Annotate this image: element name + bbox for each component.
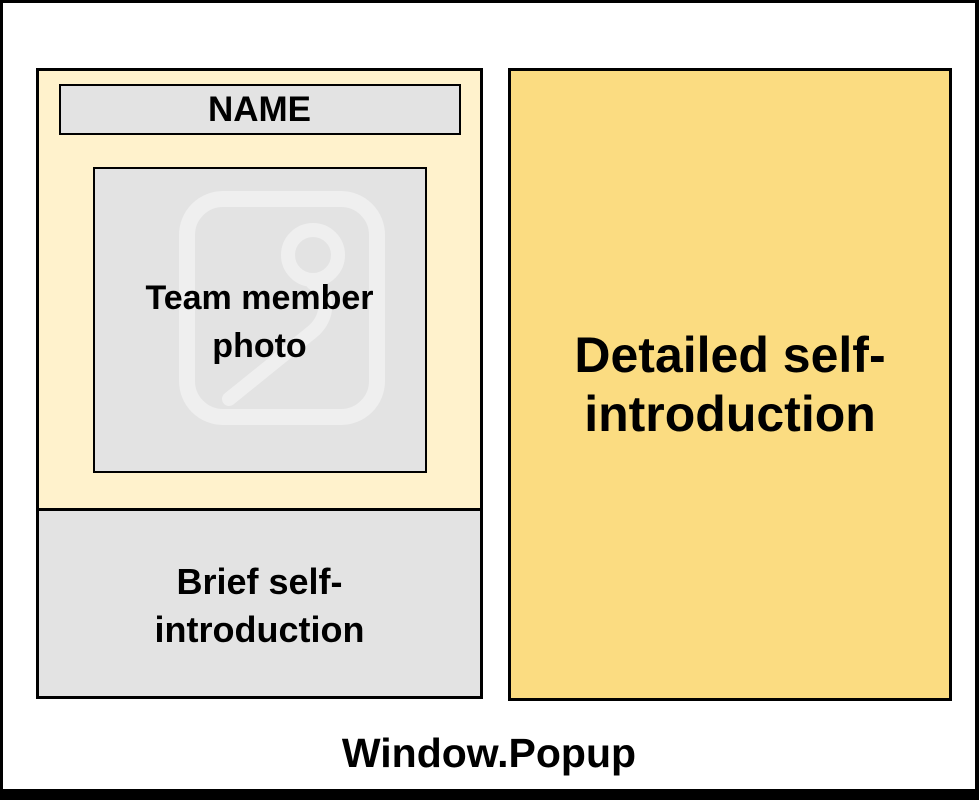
photo-placeholder-label: Team member photo bbox=[145, 279, 374, 365]
window-popup-caption: Window.Popup bbox=[341, 730, 637, 776]
detail-panel: Detailed self-introduction bbox=[508, 68, 952, 701]
name-header-box: NAME bbox=[58, 84, 461, 135]
brief-intro-box: Brief self-introduction bbox=[39, 508, 480, 696]
detail-intro-label: Detailed self-introduction bbox=[574, 327, 886, 442]
member-card-panel: NAME Team member photo Brief self-introd… bbox=[36, 68, 483, 699]
photo-placeholder-box: Team member photo bbox=[92, 167, 427, 473]
name-label: NAME bbox=[207, 89, 312, 129]
brief-intro-label: Brief self-introduction bbox=[154, 560, 365, 650]
